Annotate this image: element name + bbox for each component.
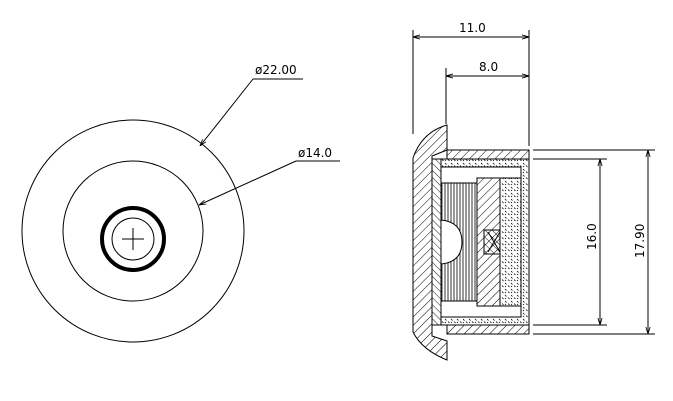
side-view: 11.0 8.0 16.0 17.90: [412, 21, 655, 361]
outer-diameter-leader: [200, 78, 303, 146]
inner-diameter-leader: [199, 160, 340, 205]
insert-block: [483, 229, 501, 255]
inner-left-wall: [431, 158, 442, 326]
fill-core: [499, 177, 522, 307]
semicircle-bump: [440, 219, 463, 265]
inner-circle: [62, 160, 204, 302]
overall-length-dimension: [412, 30, 530, 146]
body-length-dimension: [445, 68, 529, 124]
inner-diameter-label: ø14.0: [298, 146, 332, 160]
hub-outer-circle: [100, 206, 166, 272]
inner-height-label: 16.0: [585, 223, 599, 250]
outer-circle: [21, 119, 245, 343]
front-view: ø22.00 ø14.0: [21, 63, 340, 343]
top-wall-section: [446, 149, 530, 160]
overall-length-label: 11.0: [459, 21, 486, 35]
overall-height-label: 17.90: [633, 224, 647, 258]
hub-inner-circle: [111, 217, 155, 261]
body-length-label: 8.0: [479, 60, 498, 74]
overall-height-dimension: [533, 149, 655, 335]
insert-cross: [487, 231, 501, 253]
inner-height-dimension: [533, 158, 607, 326]
bottom-wall-section: [446, 324, 530, 335]
center-cross-icon: [122, 228, 144, 250]
outer-diameter-label: ø22.00: [255, 63, 297, 77]
flange-section: [412, 124, 448, 361]
